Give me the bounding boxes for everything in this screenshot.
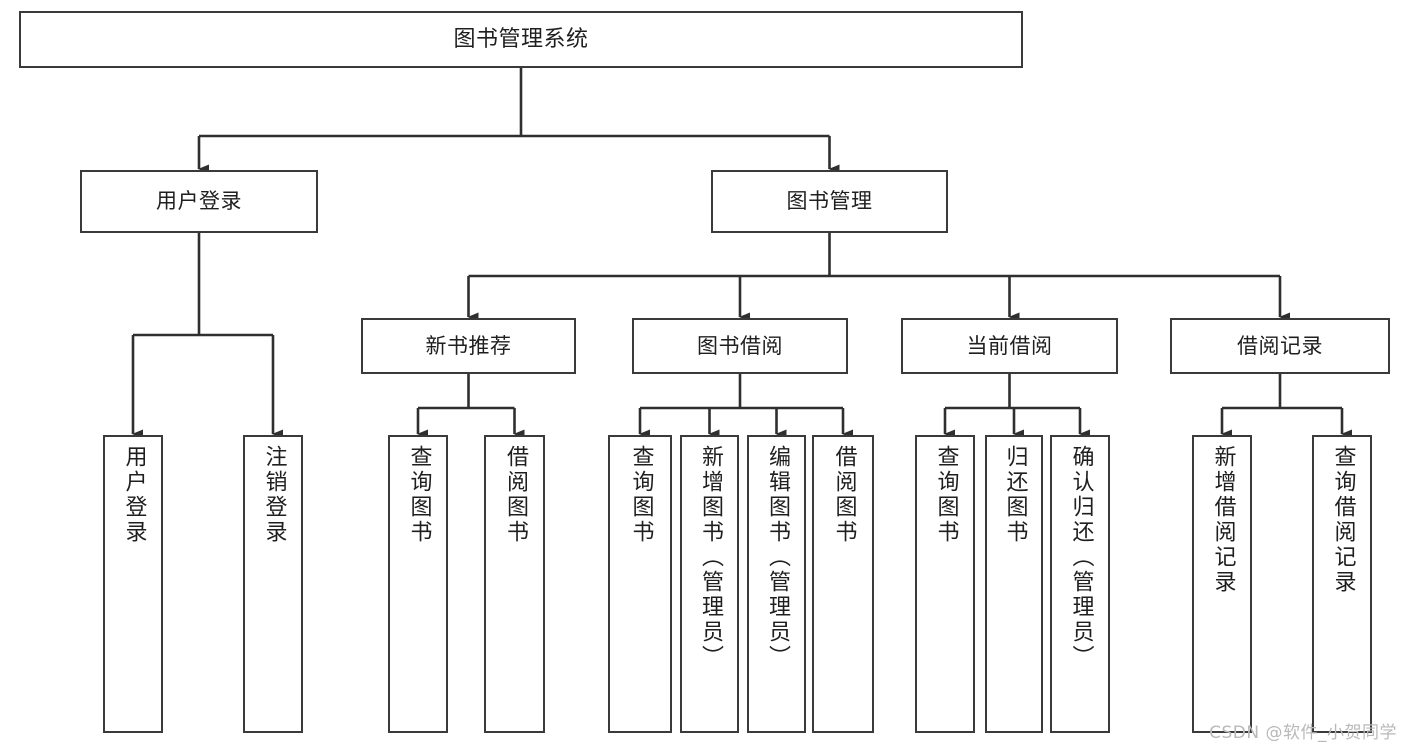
- node-current-borrow[interactable]: 当前借阅: [901, 318, 1118, 374]
- node-leaf-user-login[interactable]: 用户登录: [103, 435, 163, 733]
- node-label: 借阅图书: [831, 445, 857, 545]
- node-leaf-borrow-1[interactable]: 借阅图书: [484, 435, 545, 733]
- node-book-borrow[interactable]: 图书借阅: [632, 318, 848, 374]
- node-label: 新增图书（管理员）: [697, 445, 723, 670]
- node-leaf-return[interactable]: 归还图书: [985, 435, 1043, 733]
- node-leaf-logout[interactable]: 注销登录: [243, 435, 303, 733]
- node-label: 编辑图书（管理员）: [764, 445, 790, 670]
- node-book-manage[interactable]: 图书管理: [711, 170, 948, 233]
- node-leaf-query-1[interactable]: 查询图书: [388, 435, 448, 733]
- node-root[interactable]: 图书管理系统: [19, 11, 1023, 68]
- node-leaf-add-rec[interactable]: 新增借阅记录: [1192, 435, 1252, 733]
- node-leaf-query-2[interactable]: 查询图书: [608, 435, 672, 733]
- node-leaf-add-book[interactable]: 新增图书（管理员）: [680, 435, 739, 733]
- node-leaf-confirm[interactable]: 确认归还（管理员）: [1050, 435, 1110, 733]
- node-label: 归还图书: [1002, 445, 1028, 545]
- node-borrow-record[interactable]: 借阅记录: [1170, 318, 1390, 374]
- node-label: 新增借阅记录: [1210, 445, 1236, 595]
- node-label: 图书借阅: [697, 333, 783, 358]
- node-label: 当前借阅: [966, 333, 1053, 358]
- node-label: 图书管理: [786, 189, 873, 214]
- node-leaf-edit-book[interactable]: 编辑图书（管理员）: [747, 435, 806, 733]
- node-label: 确认归还（管理员）: [1068, 445, 1094, 670]
- node-leaf-query-rec[interactable]: 查询借阅记录: [1312, 435, 1372, 733]
- node-label: 查询图书: [628, 445, 654, 545]
- node-label: 借阅记录: [1237, 333, 1323, 358]
- node-label: 查询借阅记录: [1330, 445, 1356, 595]
- node-label: 用户登录: [121, 445, 147, 545]
- node-label: 新书推荐: [425, 333, 512, 358]
- node-label: 图书管理系统: [453, 26, 589, 52]
- node-label: 查询图书: [933, 445, 959, 545]
- node-leaf-borrow-2[interactable]: 借阅图书: [812, 435, 874, 733]
- node-leaf-query-3[interactable]: 查询图书: [915, 435, 975, 733]
- node-user-login[interactable]: 用户登录: [80, 170, 318, 233]
- node-label: 查询图书: [406, 445, 432, 545]
- node-label: 借阅图书: [502, 445, 528, 545]
- node-label: 用户登录: [156, 189, 242, 214]
- node-new-book-rec[interactable]: 新书推荐: [361, 318, 576, 374]
- node-label: 注销登录: [261, 445, 287, 545]
- watermark-text: CSDN @软件_小贺同学: [1209, 723, 1397, 743]
